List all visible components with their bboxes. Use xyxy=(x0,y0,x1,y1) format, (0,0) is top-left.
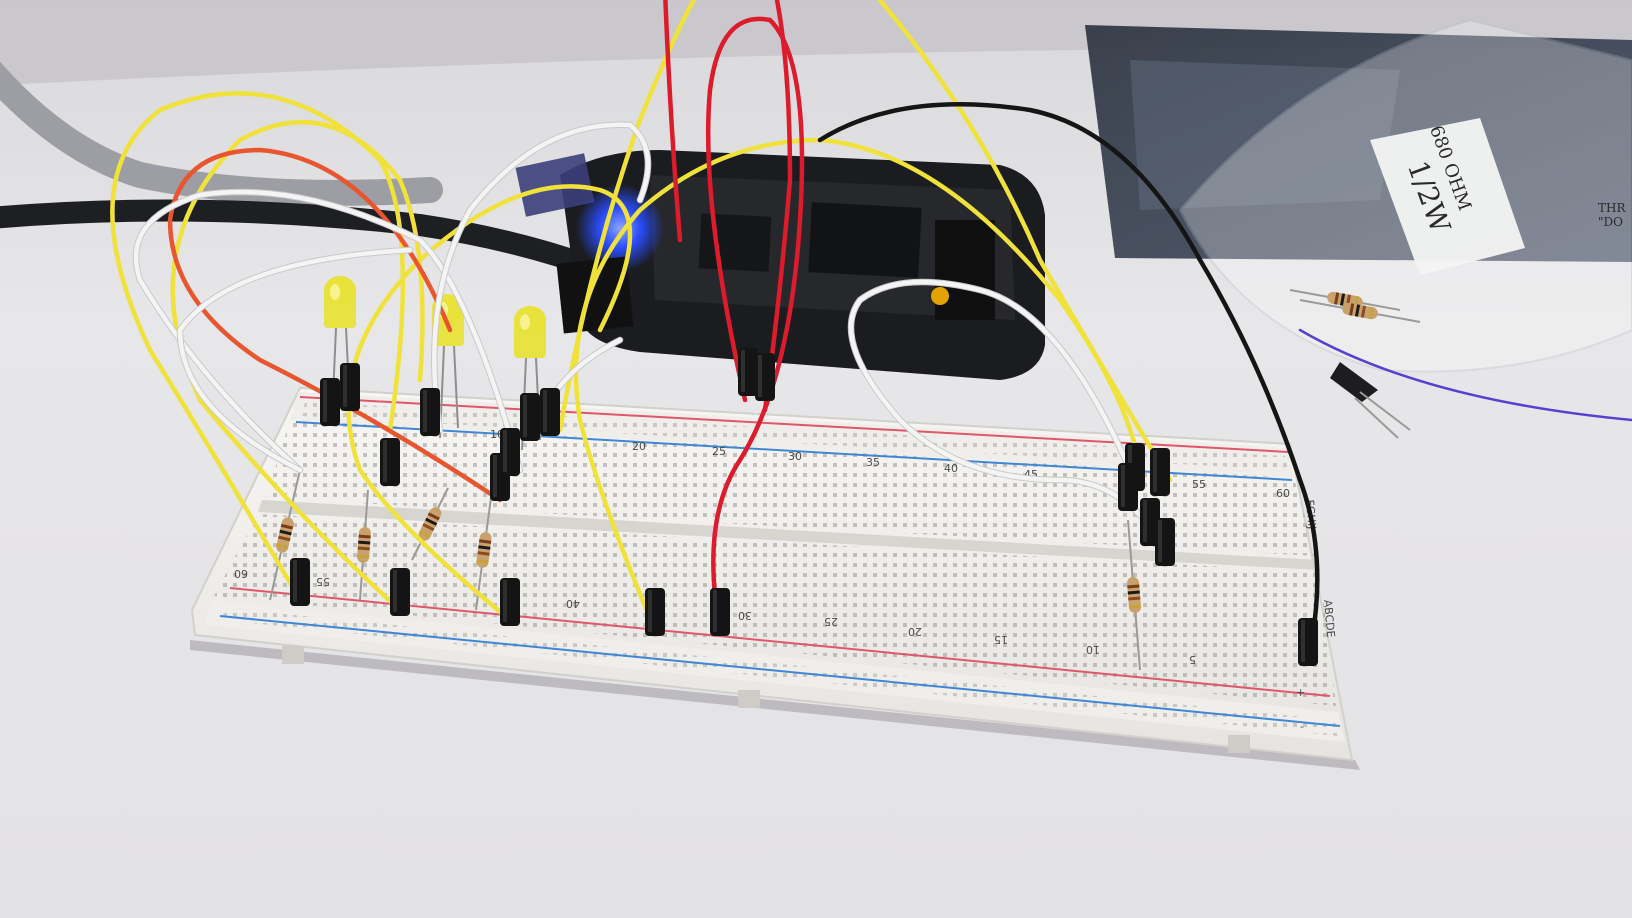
lower-col-num-10: 10 xyxy=(1086,643,1100,656)
wire-connector-6 xyxy=(1298,618,1318,666)
yellow-jumper-wire-1 xyxy=(110,91,406,603)
wire-connectors xyxy=(290,348,1318,666)
pcb-header xyxy=(935,220,995,320)
wire-connector-21 xyxy=(1118,463,1138,511)
wire-connector-5 xyxy=(710,588,730,636)
pcb-chip-1 xyxy=(808,202,922,278)
hole-field-lower xyxy=(214,514,1336,706)
yellow-jumper-wire-2 xyxy=(170,119,425,613)
resistor-4 xyxy=(475,489,493,611)
board-resistors xyxy=(269,469,1142,671)
pcb-capacitor xyxy=(931,287,949,305)
lower-col-num-60: 60 xyxy=(234,567,248,580)
upper-col-num-25: 25 xyxy=(712,445,726,458)
wire-connector-14 xyxy=(540,388,560,436)
white-jumper-wire-13 xyxy=(432,122,651,433)
rail-line-red-bottom xyxy=(229,587,1331,697)
resistor-bag-label: 680 OHM 1/2W xyxy=(1370,118,1525,275)
hole-field-upper xyxy=(266,420,1316,556)
white-jumper-wire-11 xyxy=(133,189,523,473)
wire-connector-9 xyxy=(380,438,400,486)
table-top-shadow xyxy=(0,0,1632,85)
board-clip-3 xyxy=(1228,735,1250,753)
transistor xyxy=(1330,362,1411,439)
rail-line-blue-bottom xyxy=(219,615,1341,727)
upper-col-num-55: 55 xyxy=(1192,478,1206,491)
wire-connector-1 xyxy=(290,558,310,606)
wire-connector-10 xyxy=(420,388,440,436)
board-clip-2 xyxy=(738,690,760,708)
upper-col-num-30: 30 xyxy=(788,450,802,463)
wire-connector-15 xyxy=(738,348,758,396)
wire-connector-2 xyxy=(390,568,410,616)
pcb-chip-2 xyxy=(698,213,772,272)
yellow-jumper-wire-4 xyxy=(573,137,1143,633)
bag-highlight xyxy=(1130,60,1400,210)
resistor-2 xyxy=(357,489,371,601)
wire-connector-3 xyxy=(500,578,520,626)
bag-label-partial: THR "DO xyxy=(1598,201,1626,229)
upper-col-num-40: 40 xyxy=(944,462,958,475)
purple-jumper-wire-17 xyxy=(1298,328,1632,422)
lower-col-num-15: 15 xyxy=(994,633,1008,646)
red-jumper-wire-8 xyxy=(762,0,793,413)
lower-col-num-55: 55 xyxy=(316,575,330,588)
bag-label-partial-1: THR xyxy=(1598,201,1626,215)
white-jumper-wire-12 xyxy=(177,247,413,473)
board-clip-1 xyxy=(282,646,304,664)
loose-resistors xyxy=(1289,289,1421,323)
gray-cable xyxy=(0,61,443,206)
wire-connector-8 xyxy=(340,363,360,411)
upper-col-num-20: 20 xyxy=(632,440,646,453)
ethernet-port xyxy=(556,256,634,334)
rail-sign-minus: - xyxy=(1300,720,1304,733)
breadboard-center-channel xyxy=(258,500,1320,570)
yellow-jumper-wire-6 xyxy=(557,0,697,433)
rail-sign-plus: + xyxy=(1296,686,1305,699)
jumper-wires xyxy=(110,0,1632,663)
resistor-5 xyxy=(1127,519,1142,671)
lower-col-num-40: 40 xyxy=(566,597,580,610)
wire-connector-13 xyxy=(520,393,540,441)
breadboard-shadow xyxy=(190,640,1360,770)
lower-col-num-20: 20 xyxy=(908,625,922,638)
red-jumper-wire-9 xyxy=(663,0,683,243)
row-letters-lower: ABCDE xyxy=(1321,599,1337,638)
black-jumper-wire-16 xyxy=(817,102,1320,663)
lower-col-num-25: 25 xyxy=(824,615,838,628)
wire-connector-18 xyxy=(1150,448,1170,496)
rail-line-red-top xyxy=(299,396,1289,453)
wire-connector-7 xyxy=(320,378,340,426)
wire-connector-12 xyxy=(500,428,520,476)
resistor-3 xyxy=(411,487,449,561)
yellow-jumper-wire-5 xyxy=(877,0,1173,483)
lower-col-num-5: 5 xyxy=(1189,653,1196,666)
upper-col-num-35: 35 xyxy=(866,456,880,469)
loose-resistor-2 xyxy=(1299,299,1421,323)
wire-connector-4 xyxy=(645,588,665,636)
loose-resistor-1 xyxy=(1289,289,1401,311)
beaglebone-board xyxy=(515,150,1045,380)
lower-col-num-30: 30 xyxy=(738,609,752,622)
yellow-jumper-wire-3 xyxy=(346,184,633,623)
wire-connector-16 xyxy=(755,353,775,401)
wire-connector-20 xyxy=(1155,518,1175,566)
yellow-led-1 xyxy=(324,276,356,421)
bag-label-partial-2: "DO xyxy=(1598,215,1623,229)
upper-col-num-60: 60 xyxy=(1276,487,1290,500)
resistor-1 xyxy=(269,469,301,601)
red-jumper-wire-7 xyxy=(705,16,805,633)
white-jumper-wire-14 xyxy=(848,279,1163,543)
